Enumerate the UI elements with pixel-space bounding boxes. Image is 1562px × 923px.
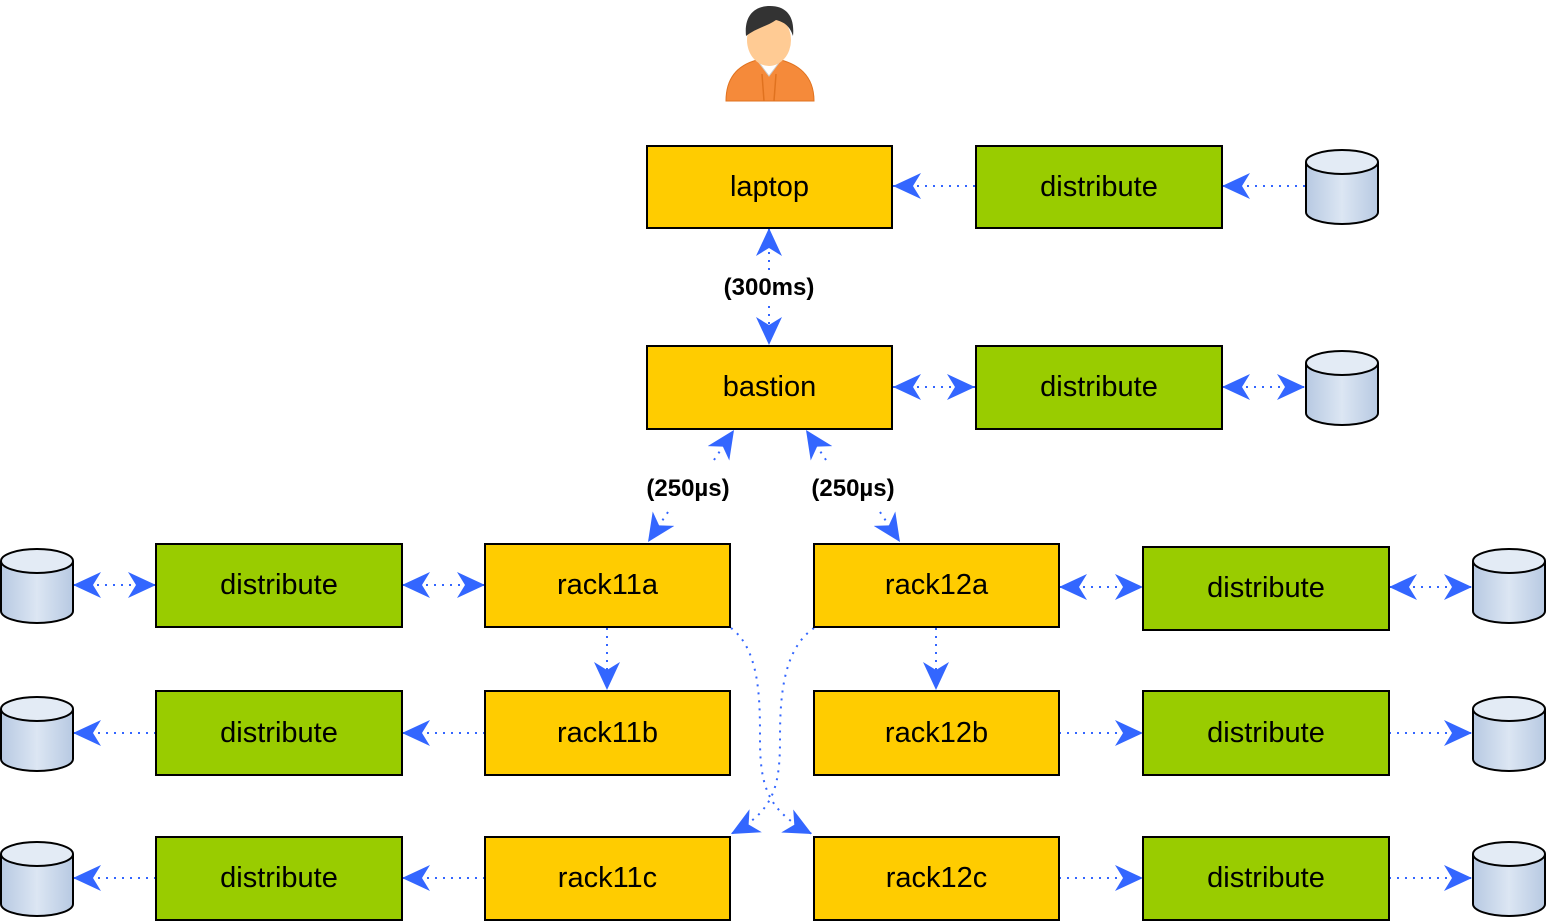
node-rack12b: rack12b <box>813 690 1060 776</box>
user-icon <box>725 6 815 102</box>
node-distribute-rack11a: distribute <box>155 543 403 628</box>
latency-bastion-rack12a: (250µs) <box>811 475 895 502</box>
node-distribute-rack11c: distribute <box>155 836 403 921</box>
node-rack11a: rack11a <box>484 543 731 628</box>
node-bastion: bastion <box>646 345 893 430</box>
node-rack11c: rack11c <box>484 836 731 921</box>
node-distribute-rack12b: distribute <box>1142 690 1390 776</box>
node-distribute-laptop: distribute <box>975 145 1223 229</box>
node-laptop: laptop <box>646 145 893 229</box>
latency-bastion-rack11a: (250µs) <box>646 475 730 502</box>
node-distribute-rack12c: distribute <box>1142 836 1390 921</box>
node-rack12a: rack12a <box>813 543 1060 628</box>
node-distribute-bastion: distribute <box>975 345 1223 430</box>
edge-rack11a-rack12c <box>730 627 813 835</box>
node-distribute-rack12a: distribute <box>1142 546 1390 631</box>
latency-laptop-bastion: (300ms) <box>723 274 815 301</box>
node-rack12c: rack12c <box>813 836 1060 921</box>
node-rack11b: rack11b <box>484 690 731 776</box>
node-distribute-rack11b: distribute <box>155 690 403 776</box>
edge-rack12a-rack11c <box>730 627 815 835</box>
